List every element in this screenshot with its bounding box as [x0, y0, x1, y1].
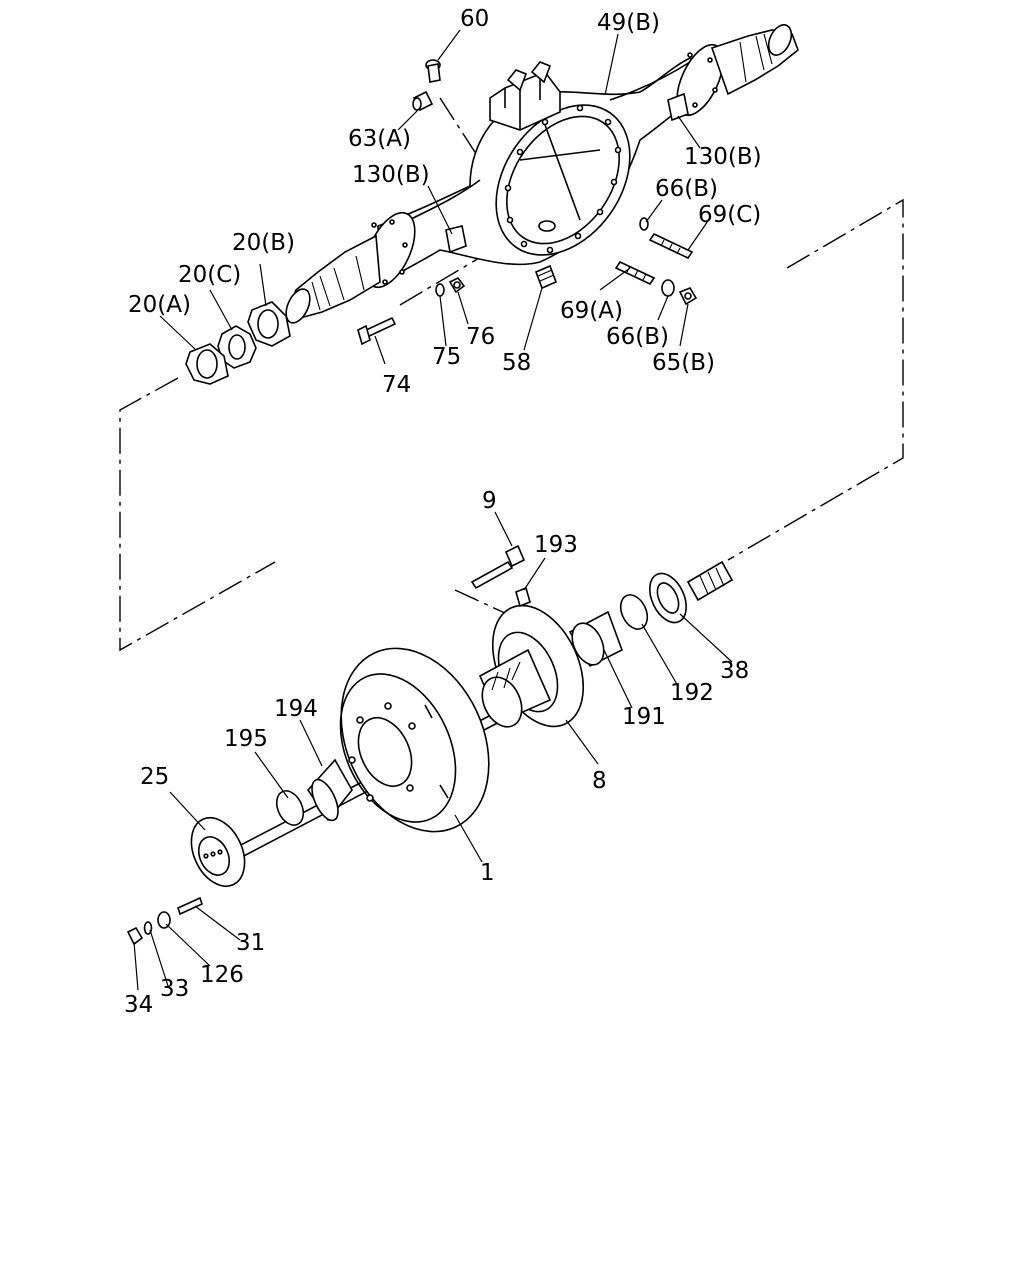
- part-labels: 60 49(B) 63(A) 130(B) 130(B) 66(B) 69(C)…: [124, 6, 762, 1018]
- label-20a: 20(A): [128, 292, 191, 318]
- axle-housing: [285, 24, 799, 324]
- label-191: 191: [622, 704, 666, 730]
- label-33: 33: [160, 976, 189, 1002]
- label-34: 34: [124, 992, 153, 1018]
- label-69a: 69(A): [560, 298, 623, 324]
- label-76: 76: [466, 324, 495, 350]
- label-58: 58: [502, 350, 531, 376]
- label-193: 193: [534, 532, 578, 558]
- label-130b-mid: 130(B): [352, 162, 430, 188]
- label-69c: 69(C): [698, 202, 761, 228]
- hub-drum-assembly: [126, 544, 734, 946]
- label-74: 74: [382, 372, 411, 398]
- label-75: 75: [432, 344, 461, 370]
- label-9: 9: [482, 488, 497, 514]
- label-65b: 65(B): [652, 350, 715, 376]
- label-25: 25: [140, 764, 169, 790]
- label-20c: 20(C): [178, 262, 241, 288]
- label-8: 8: [592, 768, 607, 794]
- breather-plug-60: [425, 59, 441, 83]
- label-38: 38: [720, 658, 749, 684]
- upper-small-parts: [185, 59, 698, 385]
- label-1: 1: [480, 860, 495, 886]
- label-60: 60: [460, 6, 489, 32]
- label-31: 31: [236, 930, 265, 956]
- label-49b: 49(B): [597, 10, 660, 36]
- label-192: 192: [670, 680, 714, 706]
- label-66b-bot: 66(B): [606, 324, 669, 350]
- label-63a: 63(A): [348, 126, 411, 152]
- label-66b-top: 66(B): [655, 176, 718, 202]
- label-126: 126: [200, 962, 244, 988]
- label-194: 194: [274, 696, 318, 722]
- label-195: 195: [224, 726, 268, 752]
- label-20b: 20(B): [232, 230, 295, 256]
- leader-lines: [133, 29, 733, 991]
- label-130b-top: 130(B): [684, 144, 762, 170]
